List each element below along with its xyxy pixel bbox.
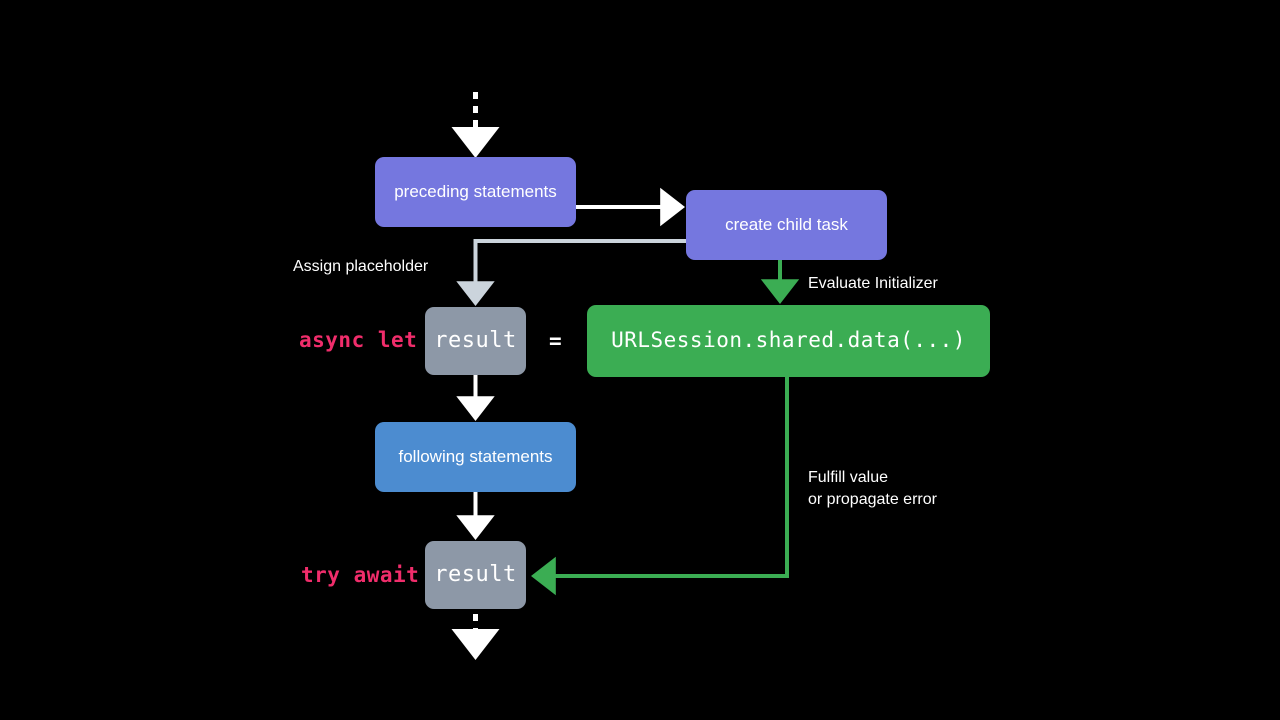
node-result-awaited-label: result <box>434 561 517 587</box>
node-create-child-task-label: create child task <box>725 214 848 234</box>
node-urlsession-initializer-label: URLSession.shared.data(...) <box>611 328 966 353</box>
node-following-statements[interactable]: following statements <box>375 422 576 492</box>
equals-sign: = <box>549 329 562 353</box>
annotation-assign-placeholder: Assign placeholder <box>293 258 429 275</box>
node-create-child-task[interactable]: create child task <box>686 190 887 260</box>
edge-child-task-to-result <box>456 239 686 306</box>
node-result-placeholder[interactable]: result <box>425 307 526 375</box>
keyword-try-await: try await <box>301 563 420 587</box>
edge-initializer-to-await-result <box>531 377 789 596</box>
annotation-fulfill-value: Fulfill value or propagate error <box>808 469 937 508</box>
node-preceding-statements[interactable]: preceding statements <box>375 157 576 227</box>
keyword-async-let: async let <box>299 328 418 352</box>
node-preceding-statements-label: preceding statements <box>394 181 557 201</box>
node-urlsession-initializer[interactable]: URLSession.shared.data(...) <box>587 305 990 377</box>
node-following-statements-label: following statements <box>398 446 553 466</box>
node-result-awaited[interactable]: result <box>425 541 526 609</box>
annotation-evaluate-initializer: Evaluate Initializer <box>808 275 938 292</box>
node-result-placeholder-label: result <box>434 327 517 353</box>
